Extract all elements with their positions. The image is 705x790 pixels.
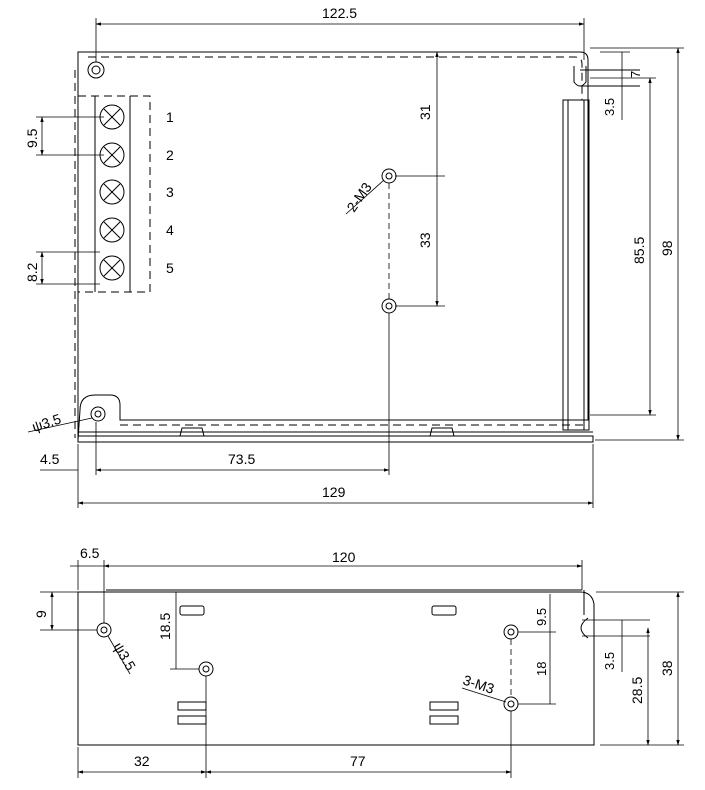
dim-pitch-9-5: 9.5 xyxy=(24,128,40,148)
dim-height-38: 38 xyxy=(659,660,675,676)
mount-hole-top-left xyxy=(87,61,105,79)
side-view: 6.5 120 9 ψ3.5 18.5 9.5 18 3-M3 3.5 28.5 xyxy=(33,545,684,778)
dim-width-top: 122.5 xyxy=(322,5,357,21)
side-hole-left xyxy=(96,622,112,638)
vent-slot xyxy=(429,701,459,711)
terminal-screw-4 xyxy=(99,217,125,243)
vent-slot xyxy=(431,605,457,616)
top-hole-spec: ψ3.5 xyxy=(30,410,63,434)
vent-slot xyxy=(429,715,459,725)
top-view-outline xyxy=(77,51,589,441)
dim-vert-18: 18 xyxy=(534,662,549,676)
terminal-screws xyxy=(94,96,131,292)
m3-mount-lower xyxy=(381,298,397,314)
clip-right xyxy=(429,427,455,437)
terminal-screw-3 xyxy=(99,179,125,205)
dim-vert-9-5: 9.5 xyxy=(534,608,549,626)
slot-right xyxy=(573,66,640,87)
dim-bottom-77: 77 xyxy=(350,753,366,769)
terminal-block xyxy=(77,95,151,293)
dim-hole-9: 9 xyxy=(33,610,49,618)
base-plate xyxy=(77,435,594,443)
dim-vert-18-5: 18.5 xyxy=(157,613,173,640)
side-hole-spec: ψ3.5 xyxy=(110,640,139,674)
side-view-outline xyxy=(77,591,595,746)
clip-left xyxy=(179,427,205,437)
dim-height-98: 98 xyxy=(659,240,675,256)
side-m3-right-bottom xyxy=(503,696,519,712)
side-slot-right xyxy=(580,617,589,639)
terminal-label-2: 2 xyxy=(166,147,174,163)
dim-vert-31: 31 xyxy=(417,104,433,120)
terminal-label-5: 5 xyxy=(166,260,174,276)
dim-slot-3-5-side: 3.5 xyxy=(602,652,617,670)
dim-offset-6-5: 6.5 xyxy=(80,545,100,561)
terminal-label-3: 3 xyxy=(166,184,174,200)
dim-vert-33: 33 xyxy=(417,232,433,248)
dim-width-bottom: 129 xyxy=(322,484,346,500)
mount-hole-bottom-left xyxy=(90,406,106,422)
dim-mount-x: 73.5 xyxy=(228,451,255,467)
dim-slot-7: 7 xyxy=(628,71,643,78)
dim-offset-left: 4.5 xyxy=(40,451,60,467)
dim-width-120: 120 xyxy=(332,549,356,565)
top-view: 1 2 3 4 5 122.5 31 33 2-M3 xyxy=(24,5,684,508)
side-m3-right-top xyxy=(503,624,519,640)
vent-slot xyxy=(179,605,205,616)
vent-slot xyxy=(177,701,207,711)
top-view-hidden-edge xyxy=(88,56,583,100)
dim-slot-3-5: 3.5 xyxy=(602,98,617,116)
terminal-label-1: 1 xyxy=(166,109,174,125)
dim-height-28-5: 28.5 xyxy=(629,677,645,704)
top-screw-spec: 2-M3 xyxy=(343,179,375,214)
heatsink-strip xyxy=(562,99,590,431)
dim-pitch-8-2: 8.2 xyxy=(24,262,40,282)
terminal-screw-5 xyxy=(99,255,125,281)
terminal-label-4: 4 xyxy=(166,222,174,238)
m3-mount-upper xyxy=(381,168,397,184)
dim-height-85-5: 85.5 xyxy=(631,237,647,264)
dim-bottom-32: 32 xyxy=(134,753,150,769)
side-m3-left xyxy=(198,661,214,677)
vent-slot xyxy=(177,715,207,725)
